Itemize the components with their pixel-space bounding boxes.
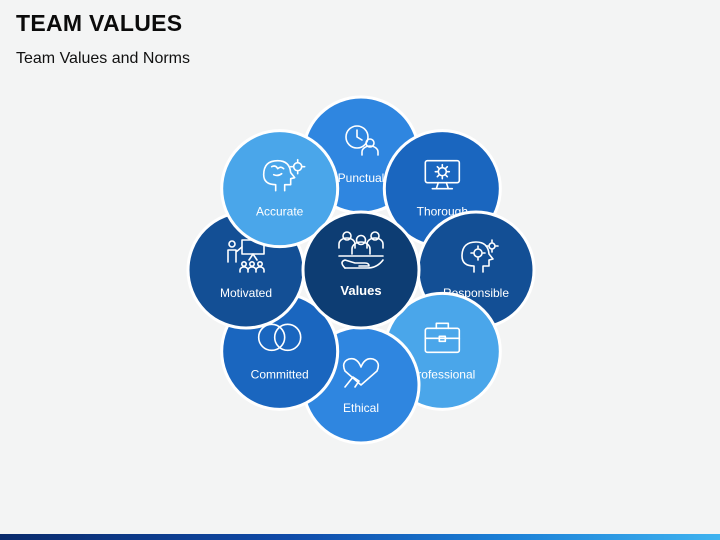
briefcase-icon — [424, 322, 461, 354]
head-gear-icon — [461, 239, 499, 273]
heart-hand-icon — [342, 357, 380, 388]
footer-bar — [0, 534, 720, 540]
node-label: Accurate — [256, 205, 304, 219]
node-label: Punctual — [338, 171, 385, 185]
center-circle — [301, 210, 421, 330]
page-title: TEAM VALUES — [16, 10, 183, 36]
node-accurate: Accurate — [220, 129, 340, 249]
center-label: Values — [340, 283, 381, 298]
nodes-layer: PunctualThoroughResponsibleProfessionalE… — [186, 95, 536, 445]
brain-gear-icon — [262, 158, 306, 192]
page-subtitle: Team Values and Norms — [16, 50, 190, 67]
node-circle — [220, 129, 340, 249]
monitor-gear-icon — [424, 159, 461, 190]
team-hand-icon — [338, 231, 384, 269]
node-label: Motivated — [220, 286, 272, 300]
center-node: Values — [301, 210, 421, 330]
clock-person-icon — [345, 125, 379, 156]
node-label: Ethical — [343, 401, 379, 415]
node-label: Committed — [251, 367, 309, 381]
rings-icon — [257, 323, 302, 352]
node-label: Professional — [409, 367, 475, 381]
